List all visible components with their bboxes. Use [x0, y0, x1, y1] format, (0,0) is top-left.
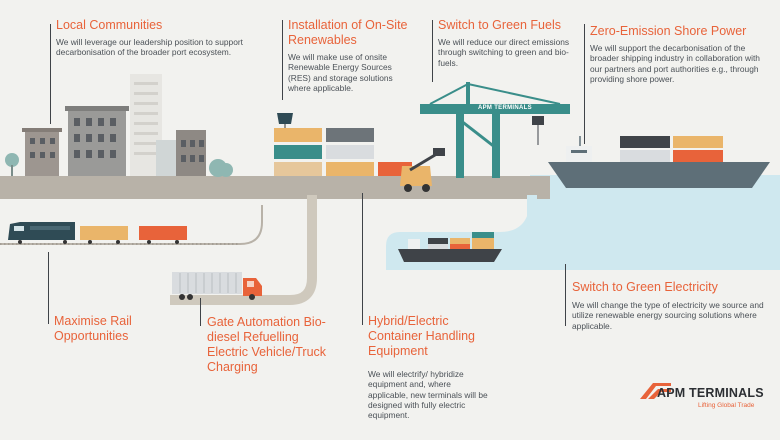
- gate-title: Gate Automation Bio-diesel Refuelling El…: [207, 315, 327, 374]
- local-communities-text: We will leverage our leadership position…: [56, 37, 243, 58]
- brand-tagline: Lifting Global Trade: [698, 402, 755, 409]
- freight-train: [8, 222, 187, 244]
- hybrid-title: Hybrid/Electric Container Handling Equip…: [368, 314, 476, 358]
- renewables-title: Installation of On-Site Renewables: [288, 18, 408, 47]
- leader-line-local-communities: [50, 24, 51, 124]
- green-electricity-text: We will change the type of electricity w…: [572, 300, 764, 331]
- green-electricity-title: Switch to Green Electricity: [572, 280, 718, 294]
- town-buildings: [5, 74, 233, 177]
- reach-stacker: [400, 148, 445, 192]
- ship-to-shore-crane: [420, 82, 570, 178]
- crane-label: APM TERMINALS: [478, 105, 532, 111]
- container-stacks: [274, 128, 412, 176]
- container-ship: [548, 136, 770, 188]
- road: [170, 195, 317, 305]
- section-rail: Maximise Rail Opportunities: [54, 314, 154, 348]
- leader-line-renewables: [282, 20, 283, 100]
- leader-line-gate: [200, 298, 201, 326]
- rail-track: [0, 205, 263, 245]
- section-local-communities: Local Communities We will leverage our l…: [56, 18, 266, 58]
- shore-power-text: We will support the decarbonisation of t…: [590, 43, 760, 84]
- brand-logo: APM TERMINALS Lifting Global Trade: [640, 380, 770, 420]
- green-fuels-title: Switch to Green Fuels: [438, 18, 561, 32]
- section-shore-power: Zero-Emission Shore Power We will suppor…: [590, 24, 774, 84]
- leader-line-rail: [48, 252, 49, 324]
- leader-line-green-fuels: [432, 20, 433, 82]
- solar-panel: [277, 113, 293, 128]
- leader-line-shore-power: [584, 24, 585, 144]
- container-truck: [172, 272, 262, 300]
- section-renewables: Installation of On-Site Renewables We wi…: [288, 18, 416, 93]
- leader-line-green-electricity: [565, 264, 566, 326]
- local-communities-title: Local Communities: [56, 18, 163, 32]
- green-fuels-text: We will reduce our direct emissions thro…: [438, 37, 570, 68]
- apm-logo-mark: [640, 383, 671, 399]
- renewables-text: We will make use of onsite Renewable Ene…: [288, 52, 393, 93]
- leader-line-hybrid: [362, 193, 363, 325]
- rail-title: Maximise Rail Opportunities: [54, 314, 132, 343]
- brand-name: APM TERMINALS: [657, 386, 764, 400]
- feeder-ship: [398, 232, 502, 262]
- port-ground: [0, 176, 550, 199]
- shore-power-title: Zero-Emission Shore Power: [590, 24, 747, 38]
- section-green-electricity: Switch to Green Electricity We will chan…: [572, 280, 768, 331]
- hybrid-text: We will electrify/ hybridize equipment a…: [368, 369, 488, 421]
- section-green-fuels: Switch to Green Fuels We will reduce our…: [438, 18, 574, 68]
- section-hybrid: Hybrid/Electric Container Handling Equip…: [368, 314, 488, 420]
- section-gate: Gate Automation Bio-diesel Refuelling El…: [207, 315, 333, 379]
